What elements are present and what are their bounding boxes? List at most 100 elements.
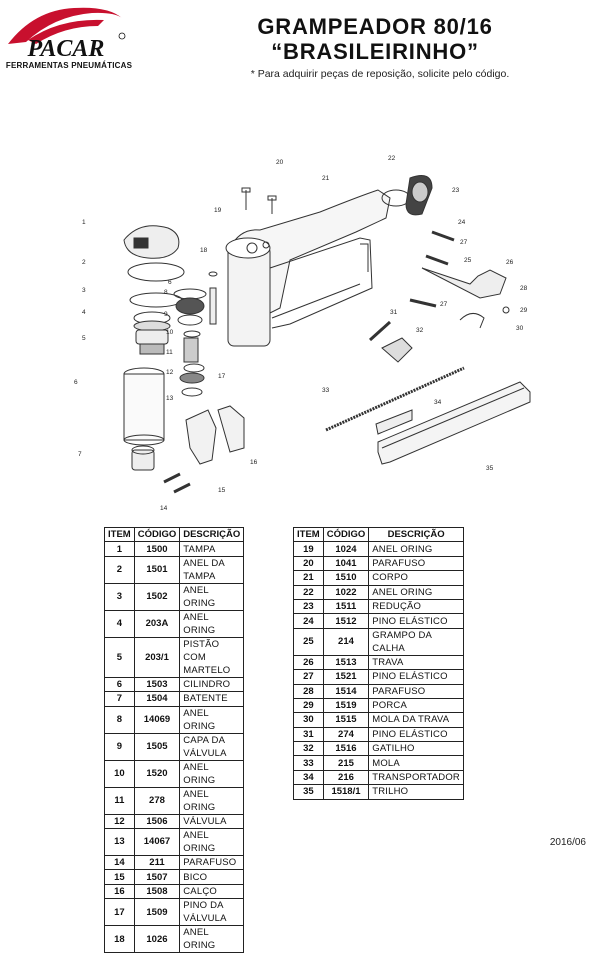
cell-item: 19 [293, 541, 324, 557]
cell-description: PORCA [368, 697, 464, 714]
pins-latch [409, 230, 510, 329]
cell-item: 2 [104, 555, 135, 584]
cell-description: REDUÇÃO [368, 598, 464, 615]
cell-description: VÁLVULA [179, 813, 245, 829]
cell-description: CILINDRO [179, 676, 245, 693]
brand-logo: PACAR FERRAMENTAS PNEUMÁTICAS [4, 4, 132, 70]
cell-item: 32 [293, 741, 324, 757]
cell-description: ANEL ORING [179, 705, 245, 734]
callout-33: 33 [322, 387, 330, 394]
cell-description: MOLA DA TRAVA [368, 712, 464, 728]
cell-code: 203/1 [133, 636, 181, 678]
callout-1: 1 [82, 219, 86, 226]
cell-description: GRAMPO DA CALHA [368, 627, 464, 656]
cell-item: 11 [104, 786, 135, 815]
callout-8: 8 [164, 289, 168, 296]
cell-code: 1501 [133, 555, 181, 584]
cell-description: TRANSPORTADOR [368, 769, 464, 786]
title-line-2: “BRASILEIRINHO” [271, 39, 479, 64]
callout-31: 31 [390, 309, 398, 316]
cell-description: TRAVA [368, 654, 464, 671]
cell-description: CALÇO [179, 883, 245, 900]
cell-item: 23 [293, 598, 324, 615]
header-item: ITEM [104, 526, 135, 543]
cell-code: 1502 [133, 582, 181, 611]
callout-5: 5 [82, 335, 86, 342]
tool-body [225, 189, 391, 347]
cell-code: 1506 [133, 813, 181, 829]
callout-25: 25 [464, 257, 472, 264]
cell-code: 14067 [133, 827, 181, 856]
cell-description: PARAFUSO [179, 854, 245, 871]
cell-item: 14 [104, 854, 135, 871]
cell-item: 17 [104, 898, 135, 927]
cell-item: 28 [293, 683, 324, 699]
cell-code: 1508 [133, 883, 181, 900]
callout-11: 11 [166, 349, 173, 356]
callout-34: 34 [434, 399, 442, 406]
callout-10: 10 [166, 329, 174, 336]
cell-description: TAMPA [179, 541, 245, 557]
cell-code: 214 [322, 627, 370, 656]
cell-description: PARAFUSO [368, 555, 464, 572]
cell-code: 216 [322, 769, 370, 786]
cell-item: 10 [104, 759, 135, 788]
header-code: CÓDIGO [322, 526, 370, 543]
cell-description: GATILHO [368, 741, 464, 757]
callout-35: 35 [486, 465, 494, 472]
cell-item: 4 [104, 609, 135, 638]
cell-description: ANEL ORING [179, 759, 245, 788]
cell-item: 6 [104, 676, 135, 693]
cell-description: PISTÃO COM MARTELO [179, 636, 245, 678]
rail [377, 381, 531, 465]
cell-code: 274 [322, 726, 370, 743]
cell-description: ANEL ORING [368, 584, 464, 600]
cell-item: 30 [293, 712, 324, 728]
cell-description: ANEL ORING [179, 582, 245, 611]
cell-item: 35 [293, 784, 324, 800]
callout-15: 15 [218, 487, 226, 494]
cell-description: PINO DA VÁLVULA [179, 898, 245, 927]
document-date: 2016/06 [549, 837, 586, 848]
cap-assembly [123, 225, 185, 471]
cell-code: 1511 [322, 598, 370, 615]
cell-code: 1520 [133, 759, 181, 788]
cell-code: 215 [322, 755, 370, 771]
cell-item: 26 [293, 654, 324, 671]
cell-description: PINO ELÁSTICO [368, 669, 464, 685]
callout-17: 17 [218, 373, 226, 380]
cell-code: 1500 [133, 541, 181, 557]
cell-description: BATENTE [179, 691, 245, 707]
cell-code: 211 [133, 854, 181, 871]
callout-26: 26 [506, 259, 514, 266]
callout-22: 22 [388, 155, 396, 162]
trigger [368, 320, 413, 363]
header-code: CÓDIGO [133, 526, 181, 543]
cell-item: 16 [104, 883, 135, 900]
replacement-note: * Para adquirir peças de reposição, soli… [250, 68, 510, 80]
callout-32: 32 [416, 327, 424, 334]
cell-description: PINO ELÁSTICO [368, 613, 464, 629]
cell-item: 20 [293, 555, 324, 572]
cell-description: MOLA [368, 755, 464, 771]
pacar-logo-mark: PACAR [8, 7, 126, 62]
valve-assembly [173, 271, 218, 397]
cell-description: ANEL ORING [368, 541, 464, 557]
callout-4: 4 [82, 309, 86, 316]
callout-18: 18 [200, 247, 208, 254]
brand-wordmark: PACAR [27, 36, 105, 62]
